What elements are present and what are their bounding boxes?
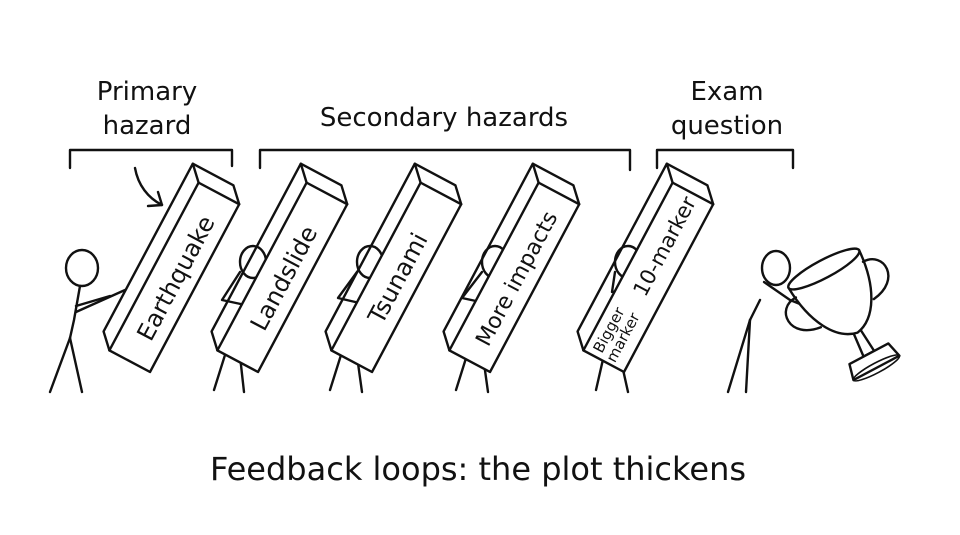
domino-landslide: Landslide <box>210 162 349 374</box>
exam-question-label-line1: Exam <box>690 77 763 107</box>
primary-arrow-icon <box>133 166 164 208</box>
stick-figure-pusher <box>48 248 127 394</box>
primary-hazard-bracket <box>68 148 234 170</box>
primary-hazard-label-line2: hazard <box>103 111 192 141</box>
exam-question-label-line2: question <box>671 111 783 141</box>
stick-figure-6 <box>726 249 812 394</box>
bracket-primary-hazard: Primary hazard <box>68 77 234 170</box>
trophy-icon <box>784 247 901 382</box>
secondary-hazards-label: Secondary hazards <box>320 103 568 133</box>
domino-tsunami: Tsunami <box>324 162 463 374</box>
bracket-exam-question: Exam question <box>655 77 795 170</box>
bracket-secondary-hazards: Secondary hazards <box>258 103 632 172</box>
exam-question-bracket <box>655 148 795 170</box>
primary-hazard-label-line1: Primary <box>97 77 197 107</box>
domino-ten-marker: Bigger marker 10-marker <box>576 162 715 374</box>
caption: Feedback loops: the plot thickens <box>210 450 746 488</box>
secondary-hazards-bracket <box>258 148 632 172</box>
